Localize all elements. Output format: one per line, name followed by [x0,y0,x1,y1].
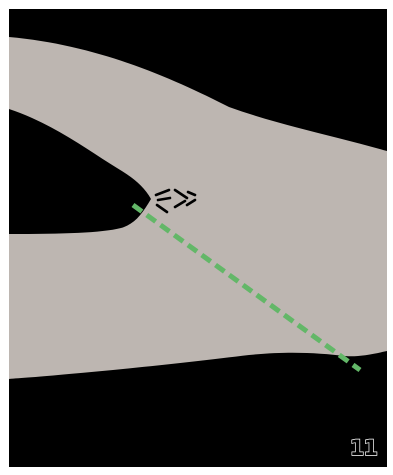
illustration-svg [9,9,387,467]
figure-number: 11 [350,438,377,459]
illustration-panel: 11 [9,9,387,467]
